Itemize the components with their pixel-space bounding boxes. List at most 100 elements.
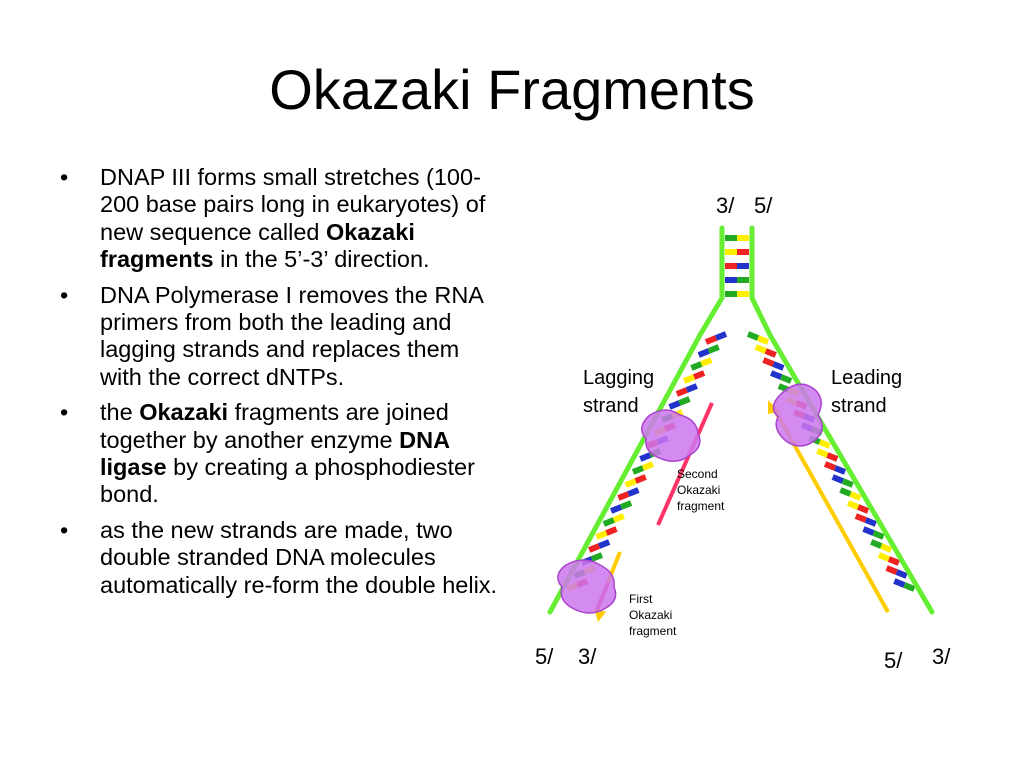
bullet-text: in the 5’-3’ direction. [213, 246, 430, 273]
bullet-item: • DNAP III forms small stretches (100-200… [58, 164, 498, 274]
right-base-pair-half-a [887, 556, 901, 566]
right-base-pair-half-b [762, 357, 775, 367]
left-base-pair-half-a [617, 491, 630, 501]
bullet-marker: • [60, 164, 69, 190]
second-fragment-strand [656, 402, 714, 526]
right-base-pair-half-a [841, 478, 854, 488]
left-base-pair-half-a [639, 452, 652, 462]
bullet-text: DNA Polymerase I removes the RNA primers… [100, 281, 483, 390]
right-base-pair-half-a [872, 530, 885, 540]
template-strands [547, 225, 935, 615]
right-base-pair-half-a [779, 374, 793, 384]
left-base-pair-half-a [690, 361, 703, 371]
right-base-pair-half-b [816, 448, 829, 458]
right-base-pair-half-a [772, 361, 785, 371]
bullet-marker: • [60, 399, 69, 426]
right-base-pair-half-a [826, 452, 839, 462]
left-base-pair-half-b [598, 539, 611, 549]
bottom-left-end-label-a: 5/ [535, 644, 554, 669]
right-base-pair-half-b [862, 526, 875, 536]
bullet-text: fragments are joined together by another… [100, 399, 449, 453]
bottom-right-end-label-b: 3/ [932, 644, 951, 669]
left-base-pair-half-a [624, 478, 637, 488]
left-base-pair-half-b [678, 396, 691, 406]
lagging-polymerase-upper [641, 409, 701, 462]
left-template-strand [547, 225, 725, 615]
leading-label-line2: strand [831, 395, 887, 417]
left-base-pair-half-b [692, 370, 706, 380]
right-template-strand [749, 225, 935, 615]
right-base-pair-half-a [818, 439, 831, 449]
bullet-bold-text: Okazaki fragments [100, 218, 415, 273]
right-base-pair-half-b [831, 474, 844, 484]
slide-title: Okazaki Fragments [269, 58, 755, 121]
bullet-list: • DNAP III forms small stretches (100-200… [58, 164, 498, 607]
left-base-pair-half-b [619, 500, 633, 510]
left-base-pair-half-b [707, 344, 720, 354]
left-base-pair-half-a [697, 348, 710, 358]
bottom-right-end-label-a: 5/ [884, 648, 903, 673]
left-base-pair-half-b [641, 461, 655, 471]
bullet-marker: • [60, 516, 69, 543]
bullet-text: DNAP III forms small stretches (100-200 … [100, 164, 486, 245]
second-fragment-label-2: Okazaki [677, 483, 720, 497]
right-base-pair-half-a [849, 491, 862, 501]
right-base-pair-half-a [895, 569, 908, 579]
left-base-pair-half-a [682, 374, 696, 384]
left-base-pair-half-b [714, 331, 728, 341]
bullet-text: by creating a phosphodiester bond. [100, 454, 475, 508]
left-base-pair-half-b [685, 383, 698, 393]
top-right-end-label: 5/ [754, 193, 773, 218]
left-base-pair-half-a [588, 543, 601, 553]
right-base-pair-half-a [864, 517, 877, 527]
right-base-pair-half-a [856, 504, 870, 514]
right-base-pair-half-a [764, 348, 777, 358]
polymerase-enzymes [557, 383, 823, 614]
lagging-polymerase-lower [557, 559, 617, 614]
right-base-pair-half-b [870, 539, 883, 549]
right-base-pair-half-b [854, 513, 867, 523]
leading-label-line1: Leading [831, 367, 902, 389]
left-base-pair-half-b [627, 487, 640, 497]
left-base-pair-half-b [590, 552, 604, 562]
lagging-label-line2: strand [583, 395, 639, 417]
bullet-item: • as the new strands are made, two doubl… [58, 517, 498, 599]
left-base-pair-half-a [602, 517, 615, 527]
bottom-left-end-label-b: 3/ [578, 644, 597, 669]
bullet-item: • DNA Polymerase I removes the RNA prime… [58, 282, 498, 392]
bullet-bold-text: Okazaki [139, 399, 229, 426]
bullet-text: as the new strands are made, two double … [100, 516, 498, 598]
right-base-pair-half-b [893, 578, 906, 588]
lagging-label-line1: Lagging [583, 367, 654, 389]
right-base-pair-half-a [833, 465, 847, 475]
right-base-pair-half-a [880, 543, 893, 553]
bullet-bold-text: DNA ligase [100, 426, 450, 481]
left-base-pair-half-a [595, 530, 608, 540]
top-left-end-label: 3/ [716, 193, 735, 218]
left-base-pair-half-b [612, 513, 625, 523]
bullet-marker: • [60, 281, 69, 308]
right-base-pair-half-b [754, 344, 767, 354]
bullet-text: the [100, 399, 140, 426]
second-fragment-label-3: fragment [677, 499, 725, 513]
leading-polymerase [772, 383, 823, 447]
first-fragment-label-1: First [629, 592, 653, 606]
left-base-pair-half-b [605, 526, 618, 536]
bullet-item: • the Okazaki fragments are joined toget… [58, 399, 498, 509]
right-base-pair-half-b [769, 370, 783, 380]
right-base-pair-half-b [839, 487, 852, 497]
replication-fork-diagram: 3/ 5/ Lagging strand Leading strand Seco… [535, 193, 951, 673]
left-base-pair-half-b [634, 474, 647, 484]
left-base-pair-half-a [675, 387, 688, 397]
left-base-pair-half-a [668, 400, 681, 410]
first-fragment-label-3: fragment [629, 624, 677, 638]
first-fragment-label-2: Okazaki [629, 608, 672, 622]
right-base-pair-half-b [877, 552, 891, 562]
second-fragment-label-1: Second [677, 467, 718, 481]
left-base-pair-half-a [609, 504, 623, 514]
right-base-pair-half-b [885, 565, 898, 575]
right-base-pair-half-a [756, 335, 770, 345]
left-base-pair-half-a [704, 335, 718, 345]
right-base-pair-half-b [846, 500, 860, 510]
right-base-pair-half-b [746, 331, 760, 341]
